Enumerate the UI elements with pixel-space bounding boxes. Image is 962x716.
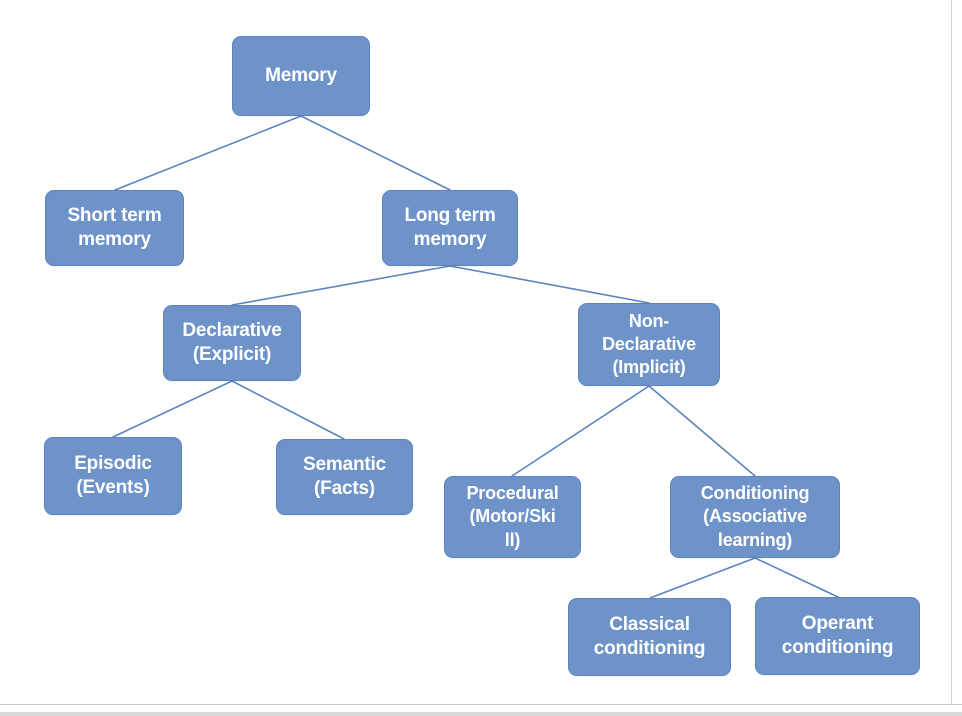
node-conditioning-associative-learning-label: Conditioning (Associative learning) — [700, 483, 810, 550]
connector-conditioning-to-classical — [649, 557, 756, 599]
connector-long-term-to-non-declarative — [449, 265, 650, 304]
node-long-term-memory-label: Long term memory — [404, 204, 496, 250]
node-long-term-memory[interactable]: Long term memory — [382, 190, 518, 266]
node-procedural-motor-skill[interactable]: Procedural (Motor/Ski ll) — [444, 476, 581, 558]
node-memory-label: Memory — [265, 64, 337, 86]
node-memory[interactable]: Memory — [232, 36, 370, 116]
connector-memory-to-short-term — [114, 115, 302, 191]
node-operant-conditioning-label: Operant conditioning — [781, 612, 894, 658]
connector-memory-to-long-term — [300, 115, 451, 191]
node-conditioning-associative-learning[interactable]: Conditioning (Associative learning) — [670, 476, 840, 558]
node-operant-conditioning[interactable]: Operant conditioning — [755, 597, 920, 675]
node-declarative-explicit[interactable]: Declarative (Explicit) — [163, 305, 301, 381]
node-classical-conditioning-label: Classical conditioning — [593, 613, 706, 659]
connector-non-declarative-to-procedural — [511, 385, 650, 477]
node-non-declarative-implicit[interactable]: Non- Declarative (Implicit) — [578, 303, 720, 386]
node-episodic-events-label: Episodic (Events) — [74, 452, 152, 498]
node-non-declarative-implicit-label: Non- Declarative (Implicit) — [602, 310, 696, 378]
slide-outer-area — [0, 705, 962, 716]
node-classical-conditioning[interactable]: Classical conditioning — [568, 598, 731, 676]
connector-long-term-to-declarative — [231, 265, 451, 306]
node-semantic-facts[interactable]: Semantic (Facts) — [276, 439, 413, 515]
slide-bottom-shadow — [0, 712, 962, 716]
node-semantic-facts-label: Semantic (Facts) — [303, 453, 386, 499]
connector-non-declarative-to-conditioning — [648, 385, 756, 477]
connector-declarative-to-episodic — [112, 380, 233, 438]
node-short-term-memory-label: Short term memory — [67, 204, 162, 250]
node-procedural-motor-skill-label: Procedural (Motor/Ski ll) — [466, 483, 559, 550]
connector-declarative-to-semantic — [231, 380, 345, 440]
node-declarative-explicit-label: Declarative (Explicit) — [182, 319, 282, 365]
connector-conditioning-to-operant — [754, 557, 839, 598]
node-episodic-events[interactable]: Episodic (Events) — [44, 437, 182, 515]
slide-bottom-border — [0, 704, 962, 705]
slide-right-border — [951, 0, 952, 705]
node-short-term-memory[interactable]: Short term memory — [45, 190, 184, 266]
